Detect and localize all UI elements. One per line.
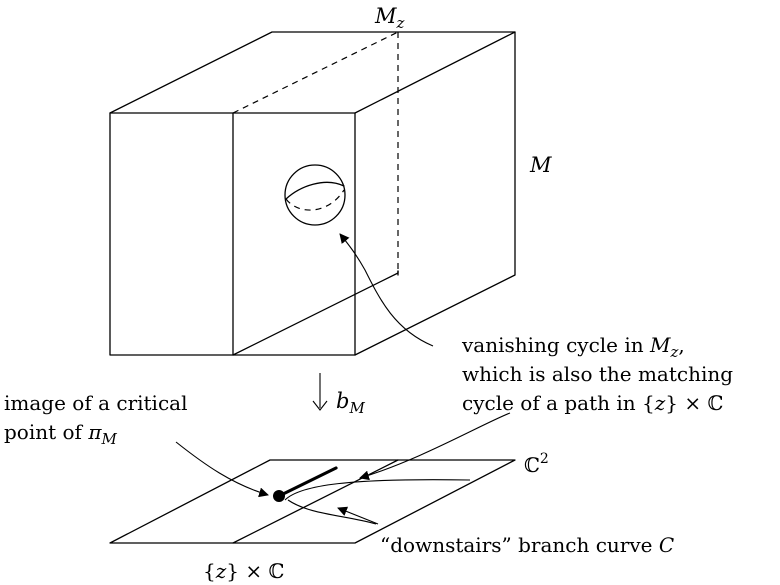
- vanishing-cycle-arrow: [339, 233, 434, 347]
- plane-label: ℂ2: [524, 451, 549, 477]
- slice-line: [232, 459, 399, 544]
- sphere-hidden-equator: [285, 189, 345, 211]
- projection-arrow: bM: [312, 373, 365, 417]
- box-top-back-edge: [109, 31, 516, 114]
- sphere-front-equator: [285, 181, 345, 200]
- critical-note-line-1: image of a critical: [4, 391, 187, 415]
- vanishing-note-line-3: cycle of a path in {z} × ℂ: [462, 391, 723, 415]
- vanishing-note-line-1: vanishing cycle in Mz,: [461, 333, 685, 361]
- fiber-slice: [232, 31, 399, 356]
- line-label: {z} × ℂ: [203, 559, 284, 583]
- critical-point-arrow: [175, 441, 269, 498]
- branch-curve-label: “downstairs” branch curve C: [380, 533, 674, 557]
- critical-point-dot: [273, 490, 285, 502]
- vanishing-cycle-sphere: [284, 164, 346, 226]
- projection-head: [312, 400, 328, 411]
- fiber-label: Mz: [374, 4, 405, 32]
- total-space-label: M: [529, 153, 552, 177]
- projection-map-label: bM: [336, 389, 365, 417]
- critical-note-line-2: point of πM: [4, 420, 117, 448]
- sphere-outline: [284, 164, 346, 226]
- critical-point-annotation: image of a critical point of πM: [4, 391, 269, 498]
- branch-curve-arrow: [337, 506, 379, 525]
- base-plane: [109, 459, 516, 544]
- total-space-box: [109, 31, 516, 356]
- vanishing-cycle-annotation: vanishing cycle in Mz, which is also the…: [339, 233, 733, 415]
- plane-outline: [109, 459, 516, 544]
- slice-bottom-edge: [232, 270, 399, 356]
- matching-path-curve: [284, 479, 471, 501]
- branch-curve-segment: [277, 466, 338, 498]
- branch-curve-pointer-tail: [287, 499, 377, 525]
- matching-path-arrow: [359, 412, 511, 481]
- slice-top-hidden-edge: [232, 31, 399, 114]
- box-right-face: [354, 31, 516, 356]
- vanishing-note-line-2: which is also the matching: [462, 362, 733, 386]
- branch-curve-annotation: “downstairs” branch curve C: [287, 499, 674, 557]
